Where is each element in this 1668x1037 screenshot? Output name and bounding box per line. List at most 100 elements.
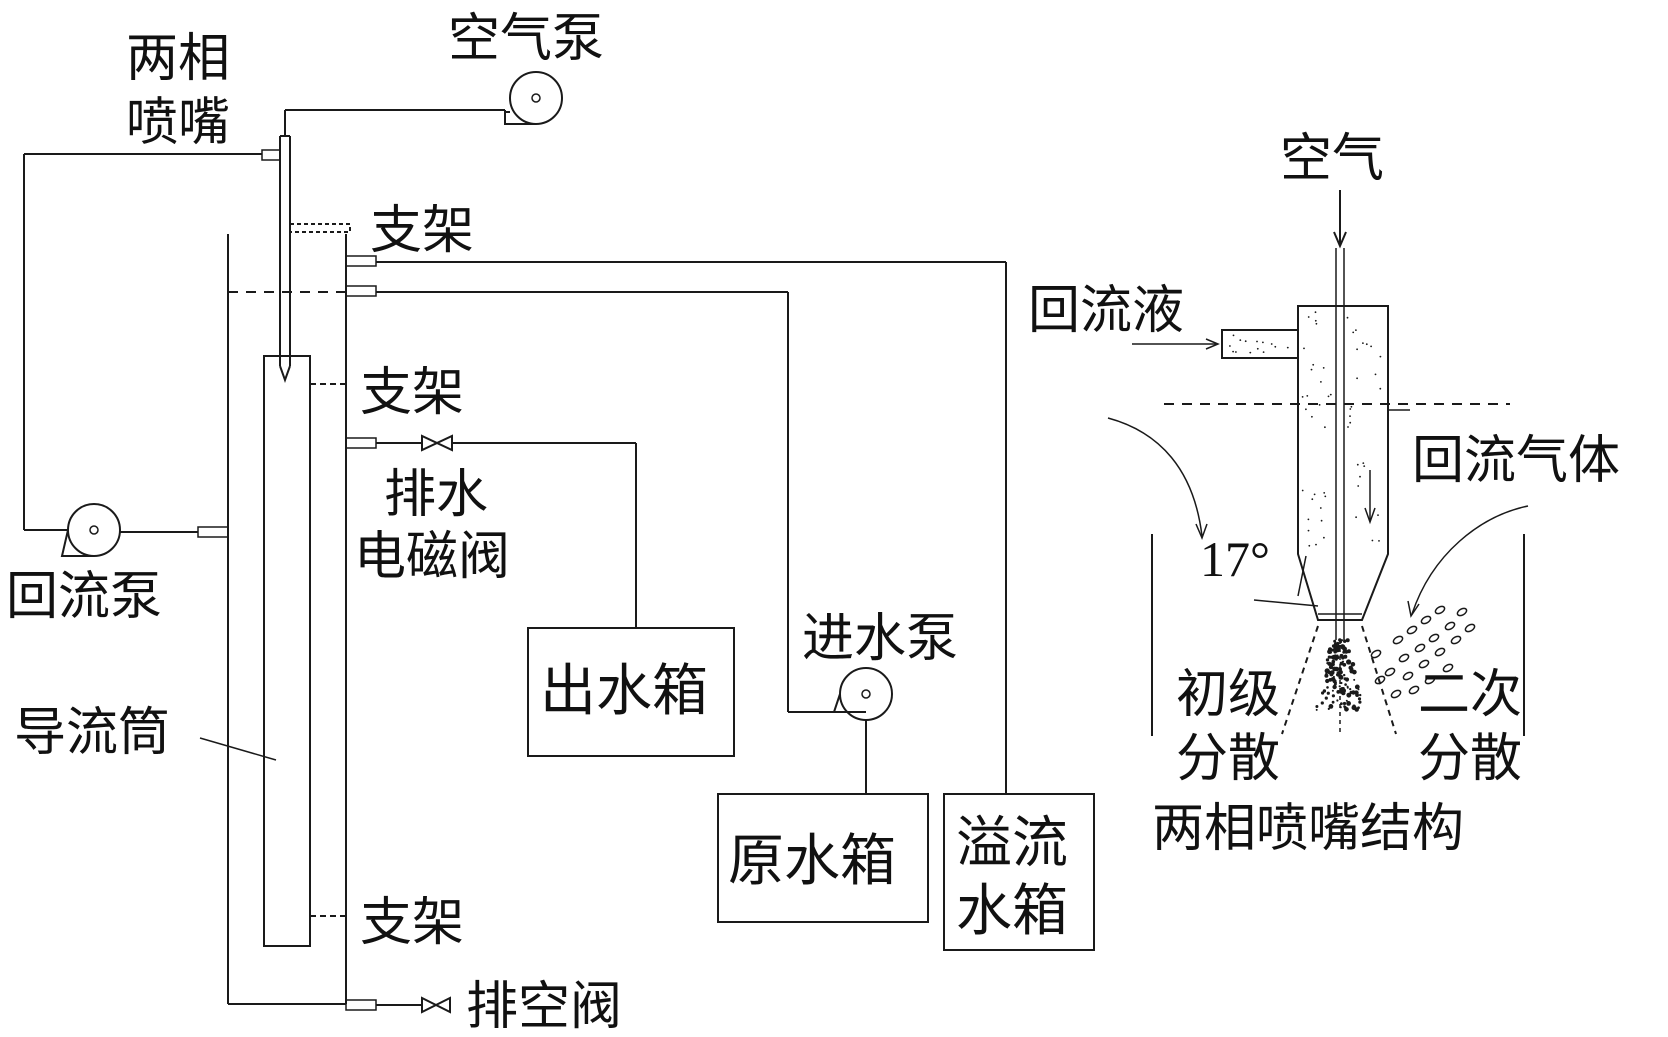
speckle-dot (1320, 519, 1323, 522)
bubble (1434, 605, 1446, 615)
speckle-dot (1355, 516, 1357, 519)
droplet (1340, 681, 1343, 685)
droplet (1327, 647, 1333, 652)
spray-cone (1281, 625, 1397, 735)
droplet (1327, 707, 1330, 711)
secondary-dispersion-label-2: 分散 (1418, 729, 1522, 789)
bubble (1424, 675, 1436, 685)
droplet (1342, 650, 1346, 654)
bubble (1450, 635, 1462, 645)
air-label: 空气 (1280, 129, 1384, 189)
droplet (1330, 670, 1335, 675)
bubble (1384, 667, 1396, 677)
droplet (1333, 655, 1338, 660)
droplet (1346, 692, 1352, 698)
speckle-dot (1274, 345, 1277, 348)
droplet (1354, 684, 1360, 690)
speckle-dot (1324, 495, 1327, 498)
droplet (1334, 666, 1339, 672)
droplet (1346, 685, 1349, 688)
bubble (1418, 659, 1430, 669)
air-pump (504, 71, 563, 125)
overflow-tank-label-1: 溢流 (956, 811, 1068, 876)
bracket-top (289, 223, 351, 233)
angle-label: 17° (1200, 531, 1270, 587)
bubble (1420, 615, 1432, 625)
droplet (1342, 701, 1347, 706)
speckle-dot (1307, 518, 1310, 521)
bubble (1408, 685, 1420, 695)
droplet (1321, 691, 1325, 695)
speckle-dot (1356, 348, 1358, 351)
speckle-dot (1232, 350, 1234, 353)
bubble (1434, 647, 1446, 657)
speckle-dot (1323, 536, 1325, 539)
speckle-dot (1362, 342, 1364, 344)
droplet (1333, 639, 1337, 643)
bubble (1456, 607, 1468, 617)
left-flow-arrow (1107, 417, 1208, 541)
droplet (1340, 639, 1344, 642)
droplet (1331, 694, 1335, 698)
inlet-pump-label: 进水泵 (802, 609, 958, 669)
speckle-dot (1346, 316, 1349, 319)
bubble (1442, 663, 1454, 673)
bubble (1390, 689, 1402, 699)
speckle-dot (1313, 493, 1316, 496)
droplet (1343, 654, 1348, 659)
speckle-dot (1352, 331, 1355, 334)
bubble (1464, 623, 1476, 633)
droplet (1343, 673, 1346, 677)
bracket-bottom-label: 支架 (360, 893, 464, 953)
speckle-dot (1249, 351, 1252, 354)
bubble (1402, 671, 1414, 681)
droplet (1341, 660, 1345, 663)
droplet (1345, 638, 1350, 643)
speckle-dot (1314, 311, 1317, 314)
speckle-dot (1310, 368, 1313, 371)
droplet (1349, 688, 1352, 691)
speckle-dot (1323, 492, 1326, 494)
bracket-mid-label: 支架 (360, 363, 464, 423)
droplet (1327, 661, 1332, 666)
primary-dispersion-droplets (1315, 638, 1362, 712)
reflux-liquid-arrow (1132, 338, 1220, 350)
speckle-dot (1312, 363, 1315, 366)
droplet (1330, 655, 1334, 659)
droplet (1324, 673, 1329, 678)
droplet (1315, 708, 1318, 711)
droplet (1353, 678, 1356, 681)
droplet (1336, 671, 1340, 675)
vent-line (345, 996, 451, 1014)
droplet (1329, 651, 1332, 654)
overflow-tank (943, 793, 1095, 951)
droplet (1325, 672, 1328, 675)
speckle-dot (1306, 395, 1309, 397)
speckle-dot (1363, 465, 1366, 467)
speckle-dot (1350, 405, 1353, 408)
speckle-dot (1329, 393, 1332, 396)
speckle-dot (1374, 373, 1377, 376)
speckle-dot (1311, 415, 1313, 418)
nozzle-label-2: 喷嘴 (126, 93, 230, 153)
angle-line (1297, 555, 1307, 597)
droplet (1331, 689, 1334, 692)
speckle-dot (1307, 316, 1310, 318)
speckle-dot (1307, 529, 1310, 532)
droplet (1340, 644, 1346, 650)
droplet (1354, 690, 1359, 695)
speckle-dot (1244, 340, 1247, 343)
effluent-tank-label: 出水箱 (540, 659, 708, 724)
speckle-dot (1314, 319, 1317, 322)
droplet (1333, 642, 1338, 646)
drain-valve-label-1: 排水 (384, 465, 488, 525)
droplet (1344, 683, 1347, 686)
speckle-dot (1327, 395, 1330, 398)
droplet (1338, 685, 1341, 688)
droplet (1336, 690, 1341, 694)
droplet (1325, 678, 1330, 684)
speckle-dot (1256, 340, 1258, 343)
air-line (285, 109, 506, 122)
droplet (1331, 700, 1335, 704)
